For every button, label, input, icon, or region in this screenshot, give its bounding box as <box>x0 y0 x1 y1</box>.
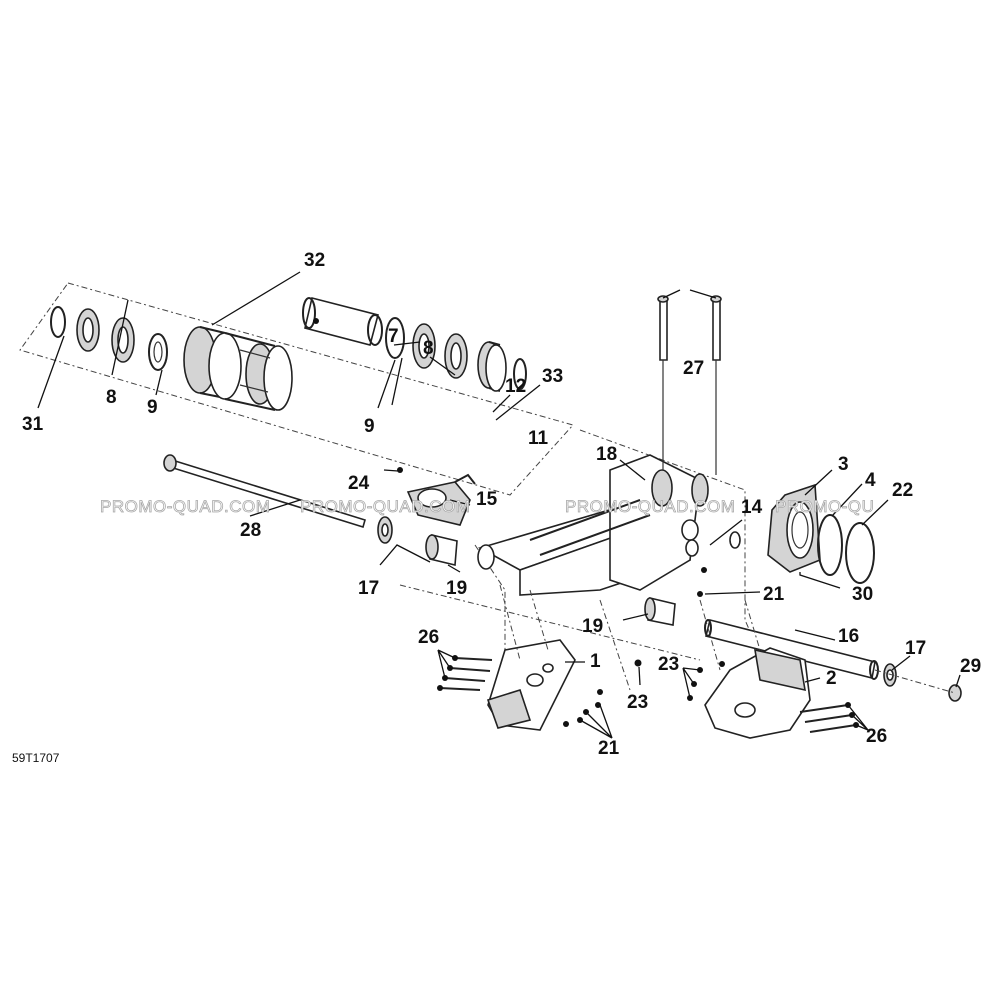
callout-3: 3 <box>838 454 849 475</box>
callout-15: 15 <box>476 489 498 510</box>
bolt-27-guides <box>662 360 717 475</box>
bolt-27-right <box>710 295 722 361</box>
callout-23-center: 23 <box>627 692 648 713</box>
callout-18: 18 <box>596 444 617 465</box>
callout-12: 12 <box>505 376 526 397</box>
nut-17-left <box>377 516 393 544</box>
bearing-7 <box>412 323 436 369</box>
callout-8-right: 8 <box>423 338 434 359</box>
callout-23-right: 23 <box>658 654 679 675</box>
sleeve-tube <box>302 297 383 346</box>
watermark-mid: PROMO-QUAD.COM <box>300 497 470 516</box>
callout-26-right: 26 <box>866 726 887 747</box>
guard-1-left <box>486 639 576 731</box>
callout-28: 28 <box>240 520 261 541</box>
collar-12 <box>477 341 507 392</box>
callout-27: 27 <box>683 358 704 379</box>
bushing-19-left <box>425 534 458 566</box>
leader-lines <box>37 271 961 739</box>
callout-labels: 32 31 8 9 7 8 9 12 33 11 27 18 24 15 14 … <box>22 250 981 759</box>
callout-32: 32 <box>304 250 325 271</box>
ring-8-right <box>444 333 468 379</box>
ring-9-right <box>385 317 405 359</box>
nut-23-center <box>634 659 642 667</box>
nut-29 <box>948 684 962 702</box>
watermark-left: PROMO-QUAD.COM <box>100 497 270 516</box>
seal-31 <box>50 306 66 338</box>
callout-2: 2 <box>826 668 837 689</box>
callout-8-left: 8 <box>106 387 117 408</box>
bushing-19-right <box>644 597 676 626</box>
callout-21-left: 21 <box>598 738 620 759</box>
callout-26-left: 26 <box>418 627 439 648</box>
bracket-15 <box>397 467 476 526</box>
upper-group-frame <box>19 282 574 496</box>
callout-14: 14 <box>741 497 763 518</box>
oring-11 <box>513 358 527 390</box>
watermark-right: PROMO-QU <box>775 497 874 516</box>
callout-31: 31 <box>22 414 44 435</box>
callout-17-right: 17 <box>905 638 926 659</box>
watermark-mid2: PROMO-QUAD.COM <box>565 497 735 516</box>
hub-housing-32 <box>183 326 293 411</box>
callout-11: 11 <box>528 428 549 449</box>
callout-19-left: 19 <box>446 578 467 599</box>
ring-4 <box>817 514 843 576</box>
guard-2-right <box>704 647 811 739</box>
axle-16 <box>704 619 879 680</box>
callout-17-left: 17 <box>358 578 379 599</box>
watermark: PROMO-QUAD.COM PROMO-QUAD.COM PROMO-QUAD… <box>100 497 875 517</box>
callout-24: 24 <box>348 473 370 494</box>
callout-9-right: 9 <box>364 416 375 437</box>
spacer-9-left <box>148 333 168 371</box>
figure-code: 59T1707 <box>12 751 60 765</box>
callout-33: 33 <box>542 366 563 387</box>
bolts-26-right <box>799 702 859 733</box>
axle-bolt-28 <box>163 454 366 529</box>
callout-19-right: 19 <box>582 616 603 637</box>
assembly-guides <box>499 584 761 691</box>
bolt-27-left <box>657 295 669 361</box>
ring-22 <box>845 522 875 584</box>
callout-7: 7 <box>388 326 399 347</box>
small-part-14 <box>729 531 741 549</box>
callout-16: 16 <box>838 626 859 647</box>
swingarm-18 <box>477 454 709 597</box>
callout-30: 30 <box>852 584 873 605</box>
callout-1: 1 <box>590 651 601 672</box>
bearing-left <box>76 308 100 352</box>
callout-9-left: 9 <box>147 397 158 418</box>
flange-3 <box>767 483 821 573</box>
callout-22: 22 <box>892 480 913 501</box>
callout-29: 29 <box>960 656 981 677</box>
callout-4: 4 <box>865 470 876 491</box>
callout-21-right: 21 <box>763 584 785 605</box>
